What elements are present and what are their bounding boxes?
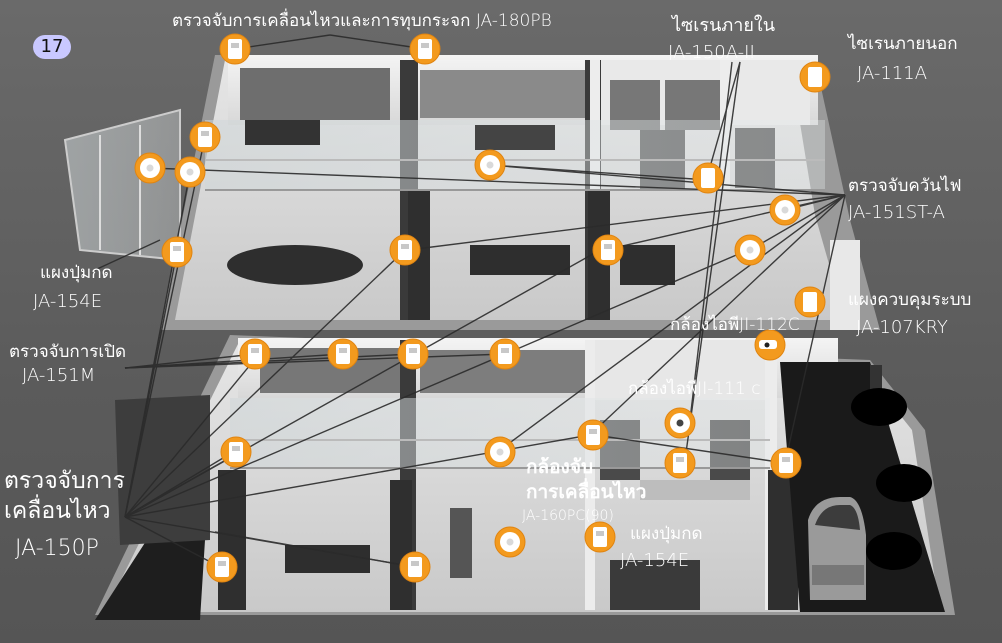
label-siren-indoor-title: ไซเรนภายใน [672, 15, 776, 36]
motion-sensor-icon [409, 33, 441, 65]
motion-sensor-icon [219, 33, 251, 65]
label-motion-model: JA-150P [15, 536, 99, 561]
label-camera-112c: กล้องไอพีJI-112C [670, 315, 800, 335]
label-motion-camera-model: JA-160PC(90) [522, 508, 614, 524]
label-control-panel-model: JA-107KRY [856, 317, 948, 338]
label-smoke-model: JA-151ST-A [848, 202, 945, 223]
label-keypad-mid-title: แผงปุ่มกด [630, 524, 703, 544]
motion-sensor-icon [220, 436, 252, 468]
smoke-detector-icon [769, 194, 801, 226]
label-keypad-mid-model: JA-154E [620, 550, 690, 571]
control-panel-icon [794, 286, 826, 318]
label-motion-title-2: เคลื่อนไหว [4, 498, 111, 524]
device-markers [134, 33, 831, 583]
label-siren-indoor-model: JA-150A-II [668, 44, 755, 60]
label-door-sensor-model: JA-151M [22, 365, 96, 386]
door-contact-icon [397, 338, 429, 370]
smoke-detector-icon [174, 156, 206, 188]
page-number-badge: 17 [33, 35, 71, 59]
ip-camera-icon [754, 329, 786, 361]
motion-sensor-icon [577, 419, 609, 451]
label-camera-111c: กล้องไอพีJI-111 c [628, 379, 761, 399]
siren-icon [692, 162, 724, 194]
motion-sensor-icon [389, 234, 421, 266]
label-keypad-left-title: แผงปุ่มกด [40, 263, 113, 283]
label-siren-outdoor-title: ไซเรนภายนอก [848, 34, 958, 54]
keypad-icon [161, 236, 193, 268]
motion-sensor-icon [770, 447, 802, 479]
label-door-sensor-title: ตรวจจับการเปิด [9, 342, 127, 362]
door-contact-icon [327, 338, 359, 370]
smoke-detector-icon [734, 234, 766, 266]
label-motion-glass: ตรวจจับการเคลื่อนไหวและการทุบกระจก JA-18… [172, 11, 552, 31]
siren-icon [799, 61, 831, 93]
motion-sensor-icon [206, 551, 238, 583]
door-contact-icon [489, 338, 521, 370]
label-siren-outdoor-model: JA-111A [857, 63, 928, 84]
label-motion-camera-title-1: กล้องจับ [526, 456, 594, 478]
lower-floor [95, 335, 955, 620]
motion-sensor-icon [664, 447, 696, 479]
label-smoke-title: ตรวจจับควันไฟ [848, 176, 962, 196]
label-motion-camera-title-2: การเคลื่อนไหว [526, 481, 647, 503]
motion-sensor-icon [592, 234, 624, 266]
callout-leader-lines [94, 34, 846, 568]
smoke-detector-icon [484, 436, 516, 468]
label-control-panel-title: แผงควบคุมระบบ [848, 290, 972, 310]
smoke-detector-icon [474, 149, 506, 181]
motion-sensor-icon [399, 551, 431, 583]
label-keypad-left-model: JA-154E [33, 291, 103, 312]
label-motion-title-1: ตรวจจับการ [4, 468, 125, 494]
smoke-detector-icon [134, 152, 166, 184]
upper-floor [63, 55, 880, 330]
keypad-icon [584, 521, 616, 553]
ip-camera-icon [664, 407, 696, 439]
smoke-detector-icon [494, 526, 526, 558]
door-contact-icon [239, 338, 271, 370]
motion-sensor-icon [189, 121, 221, 153]
